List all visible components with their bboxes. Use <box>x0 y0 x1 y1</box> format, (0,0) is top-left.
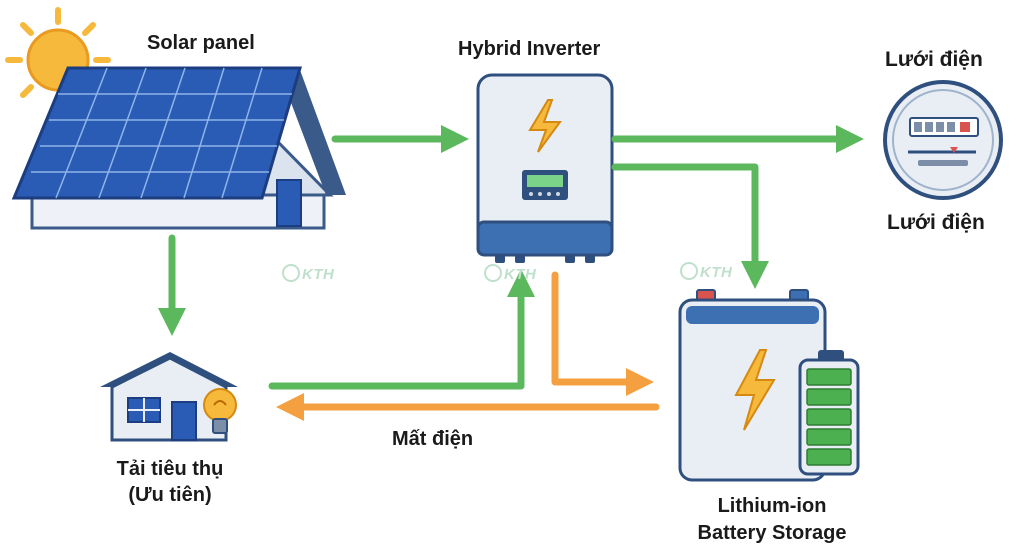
load-house-icon <box>100 352 238 442</box>
battery-label: Lithium-ion Battery Storage <box>672 493 872 547</box>
load-label-line1: Tải tiêu thụ <box>116 458 224 480</box>
solar-panel-label: Solar panel <box>147 32 255 54</box>
battery-label-line2: Battery Storage <box>697 522 847 544</box>
battery-label-line1: Lithium-ion <box>717 495 827 517</box>
hybrid-inverter-icon <box>476 73 614 263</box>
battery-storage-icon <box>678 289 860 482</box>
arrow-inverter-to-battery <box>611 163 769 289</box>
power-outage-label: Mất điện <box>392 428 474 450</box>
arrow-load-to-inverter <box>268 269 535 390</box>
grid-label-bottom: Lưới điện <box>887 211 985 234</box>
kth-watermark: KTH <box>282 264 334 284</box>
hybrid-inverter-label: Hybrid Inverter <box>458 38 601 60</box>
light-bulb-icon <box>203 388 237 434</box>
grid-label-top: Lưới điện <box>885 48 983 71</box>
grid-meter-icon <box>883 80 1003 200</box>
kth-watermark: KTH <box>680 262 732 282</box>
kth-watermark: KTH <box>484 264 536 284</box>
arrow-inverter-to-battery-backup <box>551 271 654 396</box>
load-label-line2: (Ưu tiên) <box>128 484 212 506</box>
load-label: Tải tiêu thụ (Ưu tiên) <box>90 456 250 508</box>
house-with-solar-panel-icon <box>11 66 346 230</box>
